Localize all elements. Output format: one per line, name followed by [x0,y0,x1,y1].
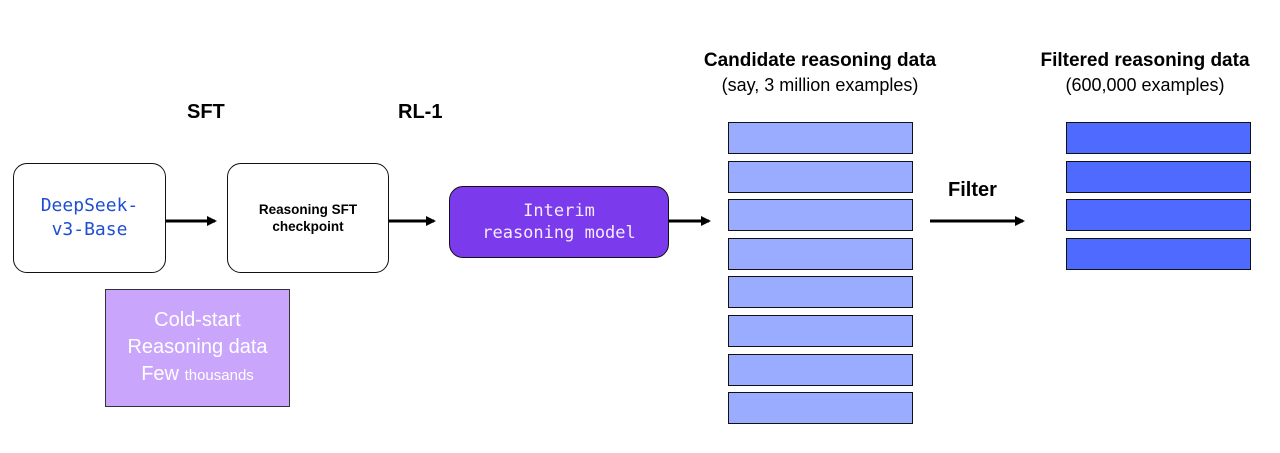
cold-start-line1: Cold-start [154,309,241,331]
sft-stage-label: SFT [187,101,225,123]
interim-reasoning-model-box: Interim reasoning model [449,186,669,258]
candidate-data-bar [728,276,913,309]
filtered-data-bar [1066,160,1251,193]
cold-start-line3: Few thousands [141,361,254,389]
candidate-data-bar [728,199,913,232]
filter-stage-label: Filter [948,179,997,201]
sft-checkpoint-line2: checkpoint [272,219,344,234]
candidate-title: Candidate reasoning data [703,50,937,71]
candidate-data-bar [728,392,913,425]
filtered-data-bar [1066,199,1251,232]
filtered-subtitle: (600,000 examples) [1065,75,1225,95]
deepseek-base-box: DeepSeek- v3-Base [13,163,166,273]
filtered-data-bar [1066,237,1251,270]
filtered-data-title: Filtered reasoning data (600,000 example… [1020,48,1270,97]
rl-stage-label: RL-1 [398,101,443,123]
reasoning-sft-checkpoint-box: Reasoning SFT checkpoint [227,163,389,273]
candidate-subtitle: (say, 3 million examples) [721,75,919,95]
candidate-data-bar [728,237,913,270]
cold-start-few: Few [141,363,179,385]
interim-line2: reasoning model [482,223,636,243]
cold-start-line2: Reasoning data [127,336,268,358]
deepseek-base-line1: DeepSeek- [40,195,139,216]
sft-checkpoint-line1: Reasoning SFT [258,202,358,217]
candidate-data-title: Candidate reasoning data (say, 3 million… [680,48,960,97]
deepseek-base-line2: v3-Base [51,219,128,240]
filtered-data-bar [1066,122,1251,154]
cold-start-thousands: thousands [184,367,254,384]
candidate-data-bar [728,315,913,347]
candidate-data-bar [728,353,913,386]
filtered-title: Filtered reasoning data [1040,50,1250,71]
candidate-data-bar [728,160,913,193]
candidate-data-bar [728,122,913,154]
interim-line1: Interim [523,201,595,221]
cold-start-data-box: Cold-start Reasoning data Few thousands [105,289,290,407]
